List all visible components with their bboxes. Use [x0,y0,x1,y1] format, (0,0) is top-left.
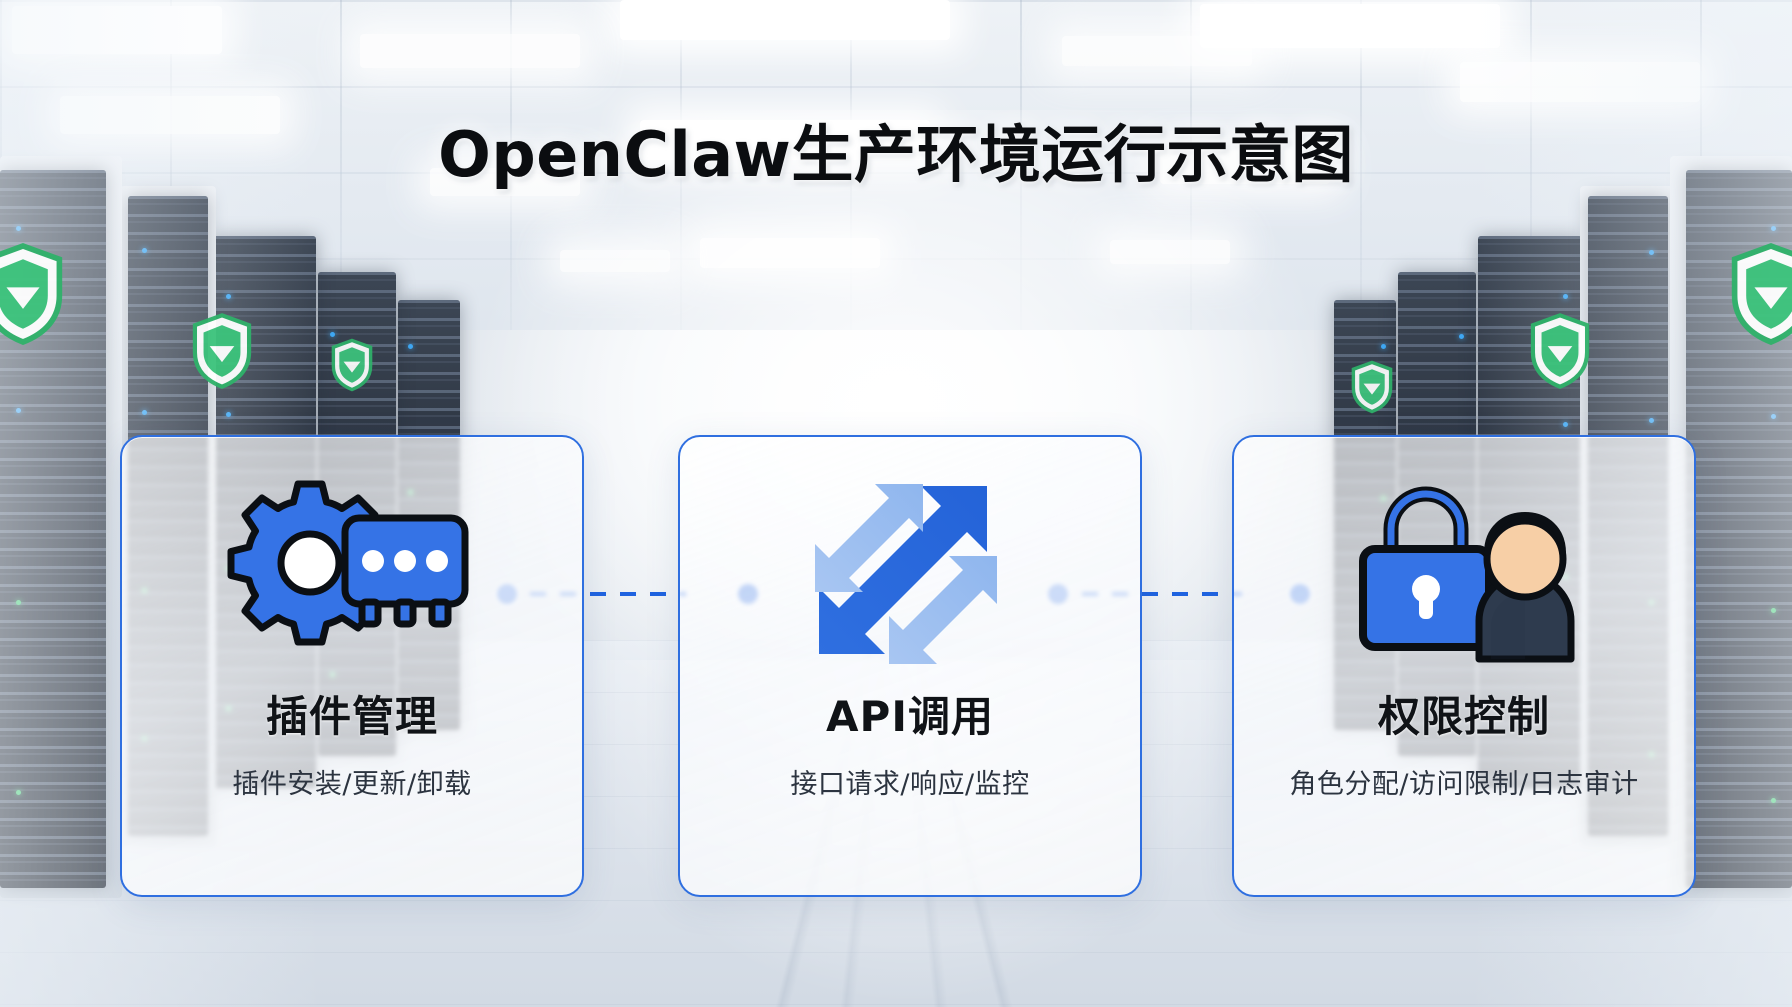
shield-icon [0,242,66,346]
connector-line-2 [1052,592,1242,596]
card-title: 插件管理 [265,692,438,741]
lock-user-icon [1339,459,1589,677]
shield-icon [1728,242,1792,346]
card-permission-control[interactable]: 权限控制 角色分配/访问限制/日志审计 [1232,435,1696,897]
bidirectional-arrows-icon [805,459,1015,677]
card-subtitle: 插件安装/更新/卸载 [232,769,472,800]
shield-icon [1528,312,1592,390]
card-title: API调用 [826,692,994,741]
card-api-invocation[interactable]: API调用 接口请求/响应/监控 [678,435,1142,897]
connector-line-1 [500,592,686,596]
shield-icon [330,338,374,392]
card-row: 插件管理 插件安装/更新/卸载 [0,435,1792,905]
card-subtitle: 角色分配/访问限制/日志审计 [1289,769,1639,800]
gear-plugin-icon [227,459,477,677]
card-subtitle: 接口请求/响应/监控 [790,769,1030,800]
shield-icon [1350,360,1394,414]
card-title: 权限控制 [1377,692,1550,741]
page-title: OpenClaw生产环境运行示意图 [438,117,1354,191]
shield-icon [190,312,254,390]
card-plugin-management[interactable]: 插件管理 插件安装/更新/卸载 [120,435,584,897]
